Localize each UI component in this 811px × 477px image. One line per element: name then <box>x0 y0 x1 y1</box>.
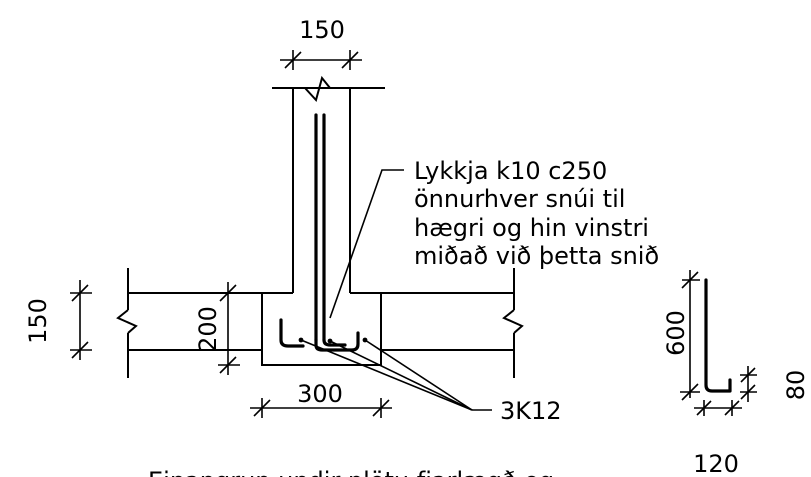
slab-left <box>116 268 262 378</box>
wall-width-label: 150 <box>299 16 345 44</box>
loop-callout-line-2: önnurhver snúi til <box>414 185 625 213</box>
footing <box>261 292 382 366</box>
slab-right-break-mark <box>502 309 524 334</box>
footnote-text: Einangrun undir plötu fjarlægð og <box>148 467 554 477</box>
hook-length-label: 120 <box>693 450 739 477</box>
loop-callout-line-1: Lykkja k10 c250 <box>414 157 607 185</box>
wall-section <box>272 75 385 293</box>
hook-height-label: 600 <box>662 310 690 356</box>
loop-leader-line <box>329 169 404 319</box>
footing-height-dimension <box>218 282 240 375</box>
slab-thickness-label: 150 <box>24 298 52 344</box>
slab-right <box>381 268 524 378</box>
loop-callout-line-3: hægri og hin vinstri <box>414 214 649 242</box>
loop-callout-line-4: miðað við þetta snið <box>414 242 659 270</box>
footing-width-dimension <box>250 398 392 418</box>
bars-leader-line-2 <box>329 340 473 411</box>
wall-width-dimension <box>280 50 362 70</box>
bottom-bars-label: 3K12 <box>500 397 562 425</box>
loop-reinforcement <box>279 113 360 352</box>
slab-thickness-dimension <box>70 280 92 360</box>
bars-leader-line-3 <box>364 339 473 411</box>
footing-height-label: 200 <box>194 306 222 352</box>
footing-width-label: 300 <box>297 380 343 408</box>
hook-detail <box>680 270 757 416</box>
wall-break-mark <box>304 75 331 103</box>
slab-left-break-mark <box>116 309 138 334</box>
loop-callout: Lykkja k10 c250 önnurhver snúi til hægri… <box>414 157 659 270</box>
hook-end-label: 80 <box>782 370 810 401</box>
bars-leader-line-1 <box>300 339 473 411</box>
